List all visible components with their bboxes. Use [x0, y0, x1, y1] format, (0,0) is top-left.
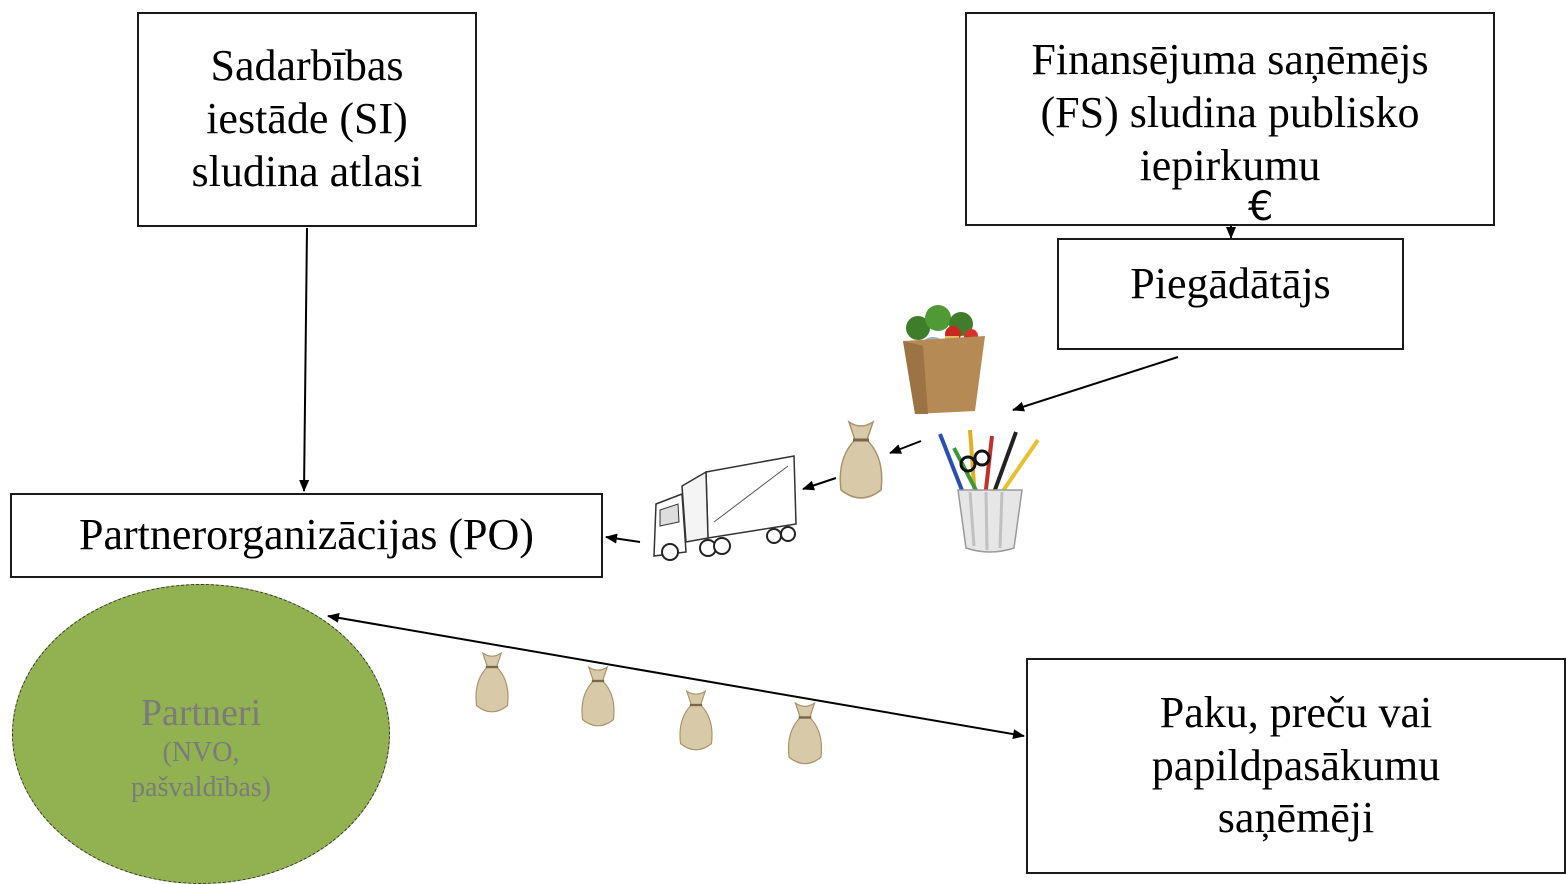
fs-box: Finansējuma saņēmējs (FS) sludina publis…	[965, 12, 1495, 226]
po-label: Partnerorganizācijas (PO)	[79, 510, 534, 560]
supplier-label: Piegādātājs	[1130, 259, 1331, 308]
po-box: Partnerorganizācijas (PO)	[10, 493, 603, 578]
fs-line-1: Finansējuma saņēmējs	[1031, 35, 1429, 84]
si-box: Sadarbības iestāde (SI) sludina atlasi	[137, 12, 477, 227]
supplier-box: Piegādātājs	[1057, 238, 1404, 350]
recipients-box: Paku, preču vai papildpasākumu saņēmēji	[1026, 658, 1566, 874]
money-bag-icon	[475, 651, 509, 713]
arrow-si-to-po	[299, 227, 310, 492]
fs-line-2: (FS) sludina publisko	[1040, 87, 1420, 137]
recipients-line-3: saņēmēji	[1217, 793, 1375, 843]
fs-line-3: iepirkumu	[1139, 140, 1321, 190]
money-bag-icon	[581, 665, 615, 727]
partners-sub-line-1: (NVO,	[162, 736, 240, 768]
euro-symbol: €	[1248, 184, 1274, 230]
partners-title: Partneri	[140, 692, 262, 735]
partners-ellipse: Partneri (NVO, pašvaldības)	[12, 584, 390, 884]
arrow-supplier-to-goods	[1012, 356, 1179, 412]
money-bag-icon	[679, 689, 713, 751]
si-line-3: sludina atlasi	[191, 146, 423, 196]
arrow-bag-to-truck	[802, 477, 837, 491]
recipients-line-1: Paku, preču vai	[1159, 687, 1433, 737]
food-bag-icon	[903, 305, 985, 414]
si-line-2: iestāde (SI)	[206, 94, 408, 144]
money-bag-icon	[787, 701, 823, 765]
arrow-truck-to-po	[605, 533, 641, 544]
arrow-partners-recipients	[327, 612, 1025, 740]
pencil-cup-icon	[938, 429, 1040, 553]
money-bag-icon	[839, 420, 883, 499]
truck-icon	[653, 455, 797, 561]
partners-sub-line-2: pašvaldības)	[131, 771, 271, 803]
si-line-1: Sadarbības	[210, 41, 404, 91]
partners-subtitle: (NVO, pašvaldības)	[131, 735, 271, 805]
arrow-goods-to-bag	[889, 440, 922, 454]
recipients-line-2: papildpasākumu	[1151, 740, 1441, 790]
